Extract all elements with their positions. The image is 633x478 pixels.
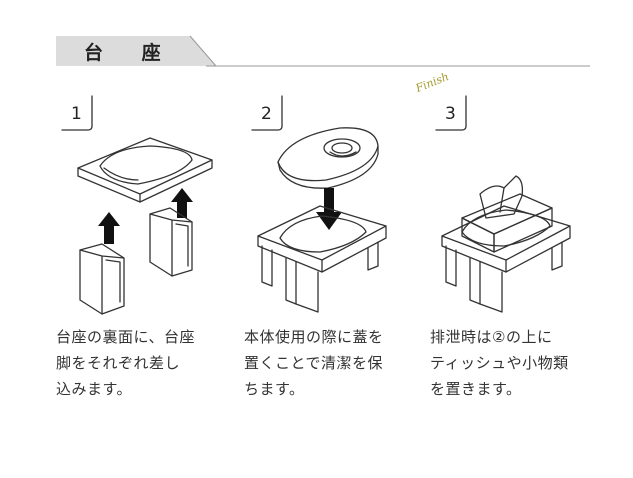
step-1-number: 1 (71, 104, 82, 124)
caption-line: 排泄時は②の上に (430, 328, 553, 346)
caption-line: 本体使用の際に蓋を (244, 328, 384, 346)
caption-line: 置くことで清潔を保 (244, 354, 384, 372)
section-title: 台 座 (84, 42, 177, 64)
caption-line: ティッシュや小物類 (430, 354, 569, 372)
step-2-number: 2 (261, 104, 272, 124)
step-3-number: 3 (445, 104, 456, 124)
step-2-caption: 本体使用の際に蓋を 置くことで清潔を保 ちます。 (244, 324, 414, 402)
caption-line: ちます。 (244, 380, 305, 398)
caption-line: 台座の裏面に、台座 (56, 328, 196, 346)
section-header: 台 座 (56, 32, 590, 74)
caption-line: 込みます。 (56, 380, 133, 398)
caption-line: を置きます。 (430, 380, 522, 398)
step-3-caption: 排泄時は②の上に ティッシュや小物類 を置きます。 (430, 324, 600, 402)
step-1-caption: 台座の裏面に、台座 脚をそれぞれ差し 込みます。 (56, 324, 226, 402)
caption-line: 脚をそれぞれ差し (56, 354, 181, 372)
header-tab-shape (56, 35, 590, 67)
